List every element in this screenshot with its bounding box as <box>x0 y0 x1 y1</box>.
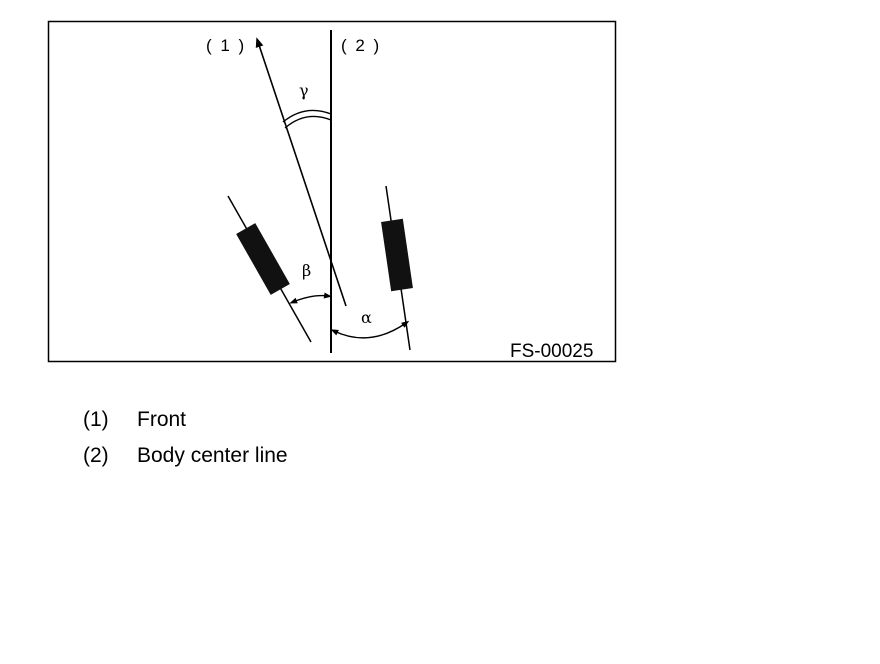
wheel-alignment-diagram: ( 1 ) ( 2 ) γ β α FS-00025 <box>47 20 617 363</box>
gamma-angle-arc-inner <box>284 115 332 129</box>
legend-item: (2) Body center line <box>83 438 288 474</box>
left-tire <box>236 223 290 295</box>
angle-label-alpha: α <box>361 308 372 327</box>
legend-item: (1) Front <box>83 402 288 438</box>
callout-label-body-center: ( 2 ) <box>341 36 381 55</box>
legend: (1) Front (2) Body center line <box>83 402 288 474</box>
callout-label-front: ( 1 ) <box>206 36 246 55</box>
angle-label-gamma: γ <box>299 81 309 100</box>
figure-code: FS-00025 <box>510 341 593 362</box>
legend-number: (2) <box>83 444 109 467</box>
front-direction-arrow <box>255 37 347 307</box>
beta-angle-arc <box>289 292 332 304</box>
angle-label-beta: β <box>302 261 311 280</box>
alpha-angle-arc <box>330 320 410 339</box>
gamma-angle-arc <box>282 109 332 123</box>
figure-frame <box>47 20 617 363</box>
legend-text: Front <box>137 408 187 431</box>
legend-text: Body center line <box>137 444 288 467</box>
legend-number: (1) <box>83 408 109 431</box>
right-tire <box>381 218 413 292</box>
